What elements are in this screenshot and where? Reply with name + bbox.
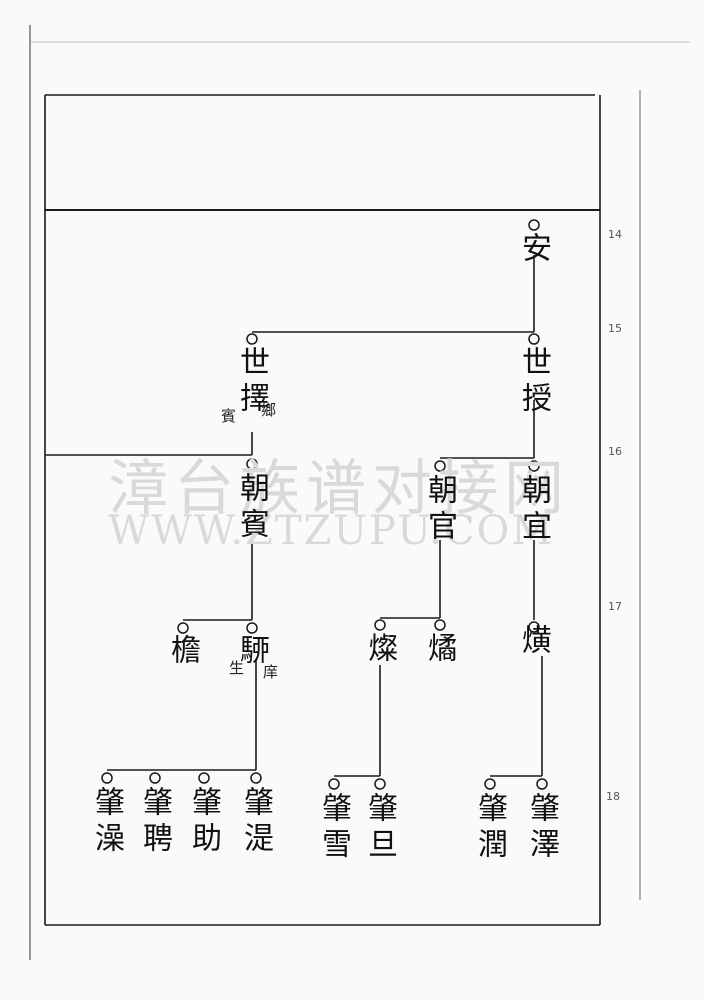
node-liu (246, 622, 258, 634)
person-chaoyi: 朝宜 (516, 474, 551, 546)
person-zhaodan: 肇旦 (362, 792, 397, 864)
person-huang: 熿 (516, 624, 551, 660)
generation-mark-14: 14 (608, 228, 622, 241)
note-liu-left: 生 (227, 660, 245, 675)
person-zhaocao: 肇澡 (89, 786, 124, 858)
node-chaoguan (434, 460, 446, 472)
node-shishou (528, 333, 540, 345)
person-shize: 世擇 (234, 346, 269, 418)
watermark-site-name: 漳台族谱对接网 (108, 454, 570, 524)
node-zhaoxue (328, 778, 340, 790)
node-huang (528, 621, 540, 633)
node-zhaopin (149, 772, 161, 784)
person-qi: 燏 (422, 632, 457, 668)
node-zhaoshi (250, 772, 262, 784)
node-qi (434, 619, 446, 631)
generation-mark-18: 18 (606, 790, 620, 803)
person-tan: 檐 (165, 634, 200, 670)
person-zhaorun: 肇潤 (472, 792, 507, 864)
person-zhaopin: 肇聘 (137, 786, 172, 858)
watermark-url: WWW.ZTZUPU.COM (108, 508, 555, 554)
node-shize (246, 333, 258, 345)
node-chaobin (246, 458, 258, 470)
person-zhaoxue: 肇雪 (316, 792, 351, 864)
person-chaoguan: 朝官 (422, 474, 457, 546)
node-tan (177, 622, 189, 634)
node-zhaozhu (198, 772, 210, 784)
node-zhaocao (101, 772, 113, 784)
generation-mark-15: 15 (608, 322, 622, 335)
note-shize-right: 鄉 (259, 402, 277, 417)
person-ying: 燦 (362, 632, 397, 668)
person-liu: 駵 (234, 634, 269, 670)
person-shishou: 世授 (516, 346, 551, 418)
node-ying (374, 619, 386, 631)
person-zhaozhu: 肇助 (186, 786, 221, 858)
generation-mark-17: 17 (608, 600, 622, 613)
person-zhaoze: 肇澤 (524, 792, 559, 864)
node-chaoyi (528, 460, 540, 472)
person-zhaoshi: 肇湜 (238, 786, 273, 858)
node-zhaoze (536, 778, 548, 790)
note-shize-left: 賓 (219, 408, 237, 423)
person-chaobin: 朝賓 (234, 472, 269, 544)
generation-mark-16: 16 (608, 445, 622, 458)
node-zhaorun (484, 778, 496, 790)
node-an (528, 219, 540, 231)
node-zhaodan (374, 778, 386, 790)
person-an: 安 (516, 232, 551, 268)
note-liu-right: 庠 (261, 664, 279, 679)
